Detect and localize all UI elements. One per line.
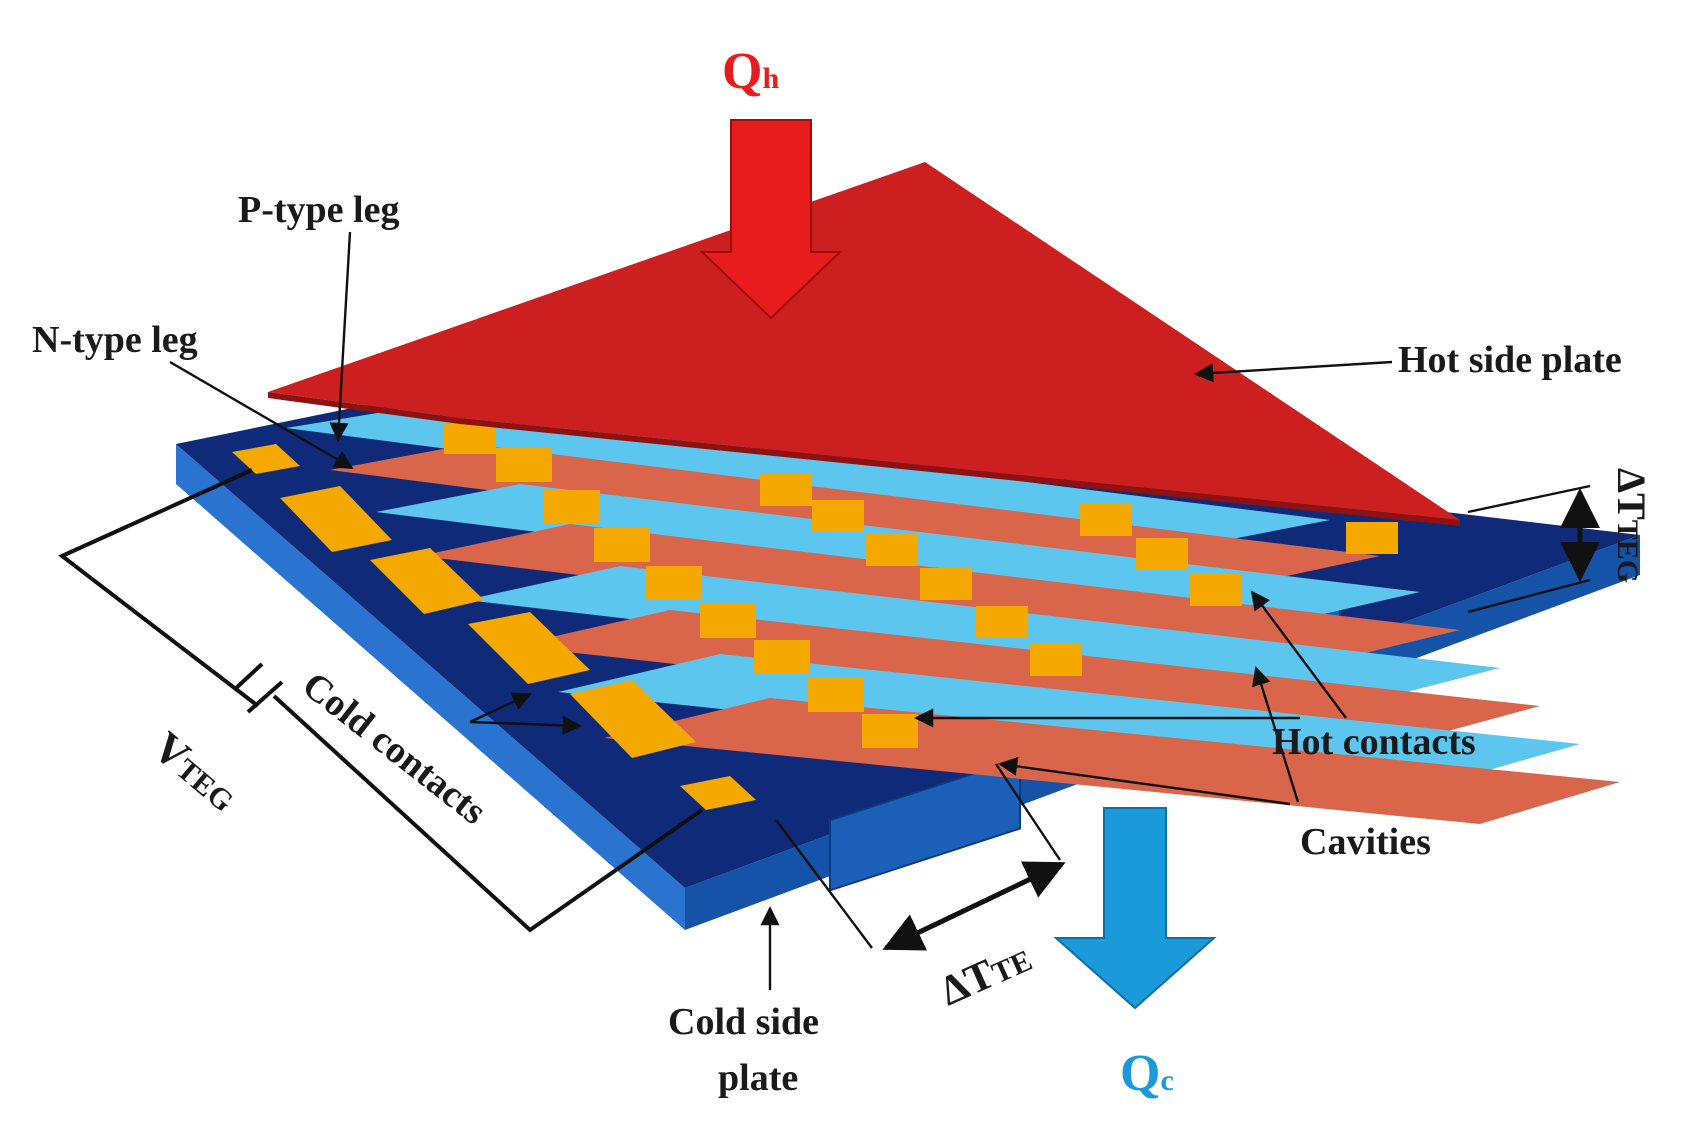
hot-contact: [1190, 574, 1242, 606]
hot-contact: [760, 474, 812, 506]
battery-plate-1: [232, 662, 264, 692]
heat-out-label: Qc: [1120, 1045, 1174, 1102]
voltage-circuit: [58, 468, 704, 933]
hot-side-plate: [268, 162, 1460, 520]
hot-side-plate-edge: [268, 392, 1460, 526]
dt-teg-ext-2: [1467, 578, 1591, 614]
delta-t-teg-sub: TEG: [1611, 520, 1644, 583]
heat-in-arrow: [699, 119, 843, 320]
cold-contacts: [232, 444, 756, 810]
hot-contact: [920, 568, 972, 600]
cavities-leader-1: [1252, 666, 1300, 803]
n-type-leg: [604, 698, 1620, 824]
hot-contact: [866, 534, 918, 566]
circuit-wire-top: [58, 468, 260, 708]
hot-contact: [976, 606, 1028, 638]
heat-out-arrow: [1053, 807, 1217, 1010]
battery-plate-2: [246, 680, 284, 714]
hot-contact: [862, 714, 918, 748]
dt-te-ext: [775, 819, 873, 949]
heat-out-main: Q: [1120, 1045, 1160, 1102]
cold-contact: [280, 486, 392, 552]
hot-contact: [1030, 644, 1082, 676]
hot-contact: [1136, 538, 1188, 570]
p-type-leader: [329, 231, 352, 442]
heat-in-main: Q: [722, 43, 762, 100]
cavity-2: [829, 757, 1021, 892]
v-teg-label: VTEG: [144, 722, 248, 821]
hot-contact: [812, 500, 864, 532]
cold-contact: [468, 612, 590, 684]
hot-contact: [1080, 504, 1132, 536]
hot-contact: [700, 604, 756, 638]
hot-contacts-leader-1: [1250, 590, 1347, 719]
hot-contact: [444, 424, 496, 454]
heat-out-sub: c: [1160, 1064, 1173, 1097]
dt-teg-ext-1: [1467, 484, 1591, 514]
cold-contact: [370, 548, 484, 614]
hot-contact: [754, 640, 810, 674]
hot-contact: [496, 448, 552, 482]
delta-t-teg-main: ΔT: [1609, 468, 1654, 520]
delta-t-te-label: ΔTTE: [933, 935, 1038, 1015]
heat-in-label: Qh: [722, 43, 779, 100]
p-type-leg-label: P-type leg: [238, 189, 399, 231]
dt-te-ext-2: [995, 763, 1061, 861]
substrate-front-face-2: [176, 444, 685, 930]
cold-contact: [680, 776, 756, 810]
cavities-label: Cavities: [1300, 821, 1431, 863]
cold-contact: [232, 444, 300, 474]
cold-contact: [570, 680, 696, 758]
cavities-leader-2: [998, 756, 1291, 806]
cold-contacts-leader-1: [469, 692, 532, 724]
cold-contacts-leader-2: [469, 715, 582, 735]
cold-side-plate-label-2: plate: [718, 1057, 798, 1099]
hot-contact: [544, 490, 600, 524]
leader-lines: [169, 231, 1591, 990]
delta-t-te-dimension: [882, 861, 1066, 951]
hot-contact: [594, 528, 650, 562]
hot-side-plate-label: Hot side plate: [1398, 339, 1622, 381]
n-type-leader: [169, 360, 354, 470]
hot-plate-leader: [1194, 360, 1393, 383]
hot-contacts-label: Hot contacts: [1272, 721, 1476, 763]
hot-contact: [1346, 522, 1398, 554]
cold-side-plate-label-1: Cold side: [668, 1001, 819, 1043]
delta-t-teg-label: ΔTTEG: [1609, 468, 1654, 583]
hot-contacts: [444, 424, 1398, 748]
n-type-leg-label: N-type leg: [32, 319, 198, 361]
hot-contact: [808, 678, 864, 712]
hot-contact: [646, 566, 702, 600]
circuit-wire-bottom: [272, 694, 704, 933]
heat-in-sub: h: [762, 62, 779, 95]
